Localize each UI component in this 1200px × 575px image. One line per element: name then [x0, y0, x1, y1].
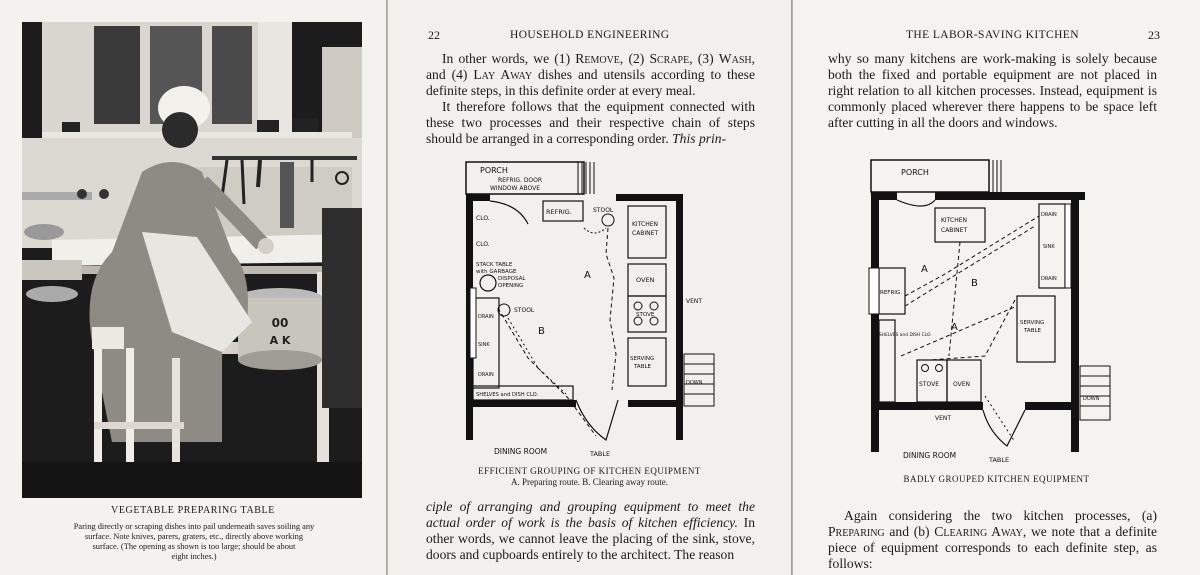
- text-run: dishes and utensils according to these d…: [426, 67, 755, 98]
- plan-label-clo-2: CLO.: [476, 241, 490, 248]
- body-text-top: why so many kitchens are work-making is …: [828, 51, 1157, 131]
- plan-label-refrig: REFRIG.: [880, 290, 902, 296]
- caption-line: Paring directly or scraping dishes into …: [73, 522, 315, 531]
- plan-label-drain-2: DRAIN: [478, 372, 494, 378]
- page-gutter: [386, 0, 389, 575]
- plan-label-drain-1: DRAIN: [1041, 212, 1057, 218]
- plan-label-oven: OVEN: [636, 276, 655, 284]
- page-gutter: [791, 0, 794, 575]
- left-page: 00 A K VEGETABLE PREPARING TABLE Paring …: [0, 0, 386, 575]
- text-run: , (2): [619, 51, 650, 66]
- plan-label-with-garbage: with GARBAGE: [476, 269, 517, 275]
- plan-label-sink: SINK: [1043, 244, 1055, 250]
- pail-label-1: 00: [272, 316, 289, 330]
- plan-label-drain-1: DRAIN: [478, 314, 494, 320]
- body-text-top: In other words, we (1) Remove, (2) Scrap…: [426, 51, 755, 147]
- caption-line: surface. Note knives, parers, graters, e…: [84, 532, 304, 541]
- plan-route-a: A: [921, 264, 928, 275]
- plan-label-cabinet: CABINET: [941, 227, 967, 234]
- figure-caption-title: BADLY GROUPED KITCHEN EQUIPMENT: [903, 474, 1090, 484]
- body-text-bottom: Again considering the two kitchen proces…: [828, 508, 1157, 572]
- plan-label-serving-table: TABLE: [633, 364, 652, 370]
- plan-label-table: TABLE: [589, 450, 610, 458]
- badly-grouped-kitchen-plan: PORCH KITCHEN CABINET DRAIN SINK DRAIN R…: [868, 159, 1111, 464]
- text-run: In other words, we cannot leave the plac…: [426, 515, 755, 562]
- pail-label-2: A K: [270, 334, 291, 347]
- page-number: 22: [428, 28, 440, 42]
- plan-label-dining-room: DINING ROOM: [903, 451, 956, 460]
- plan-label-dining-room: DINING ROOM: [494, 447, 547, 456]
- plan-label-stool: STOOL: [593, 207, 614, 214]
- caption-line: eight inches.): [171, 552, 217, 561]
- plan-label-serving: SERVING: [630, 356, 654, 362]
- plan-label-drain-2: DRAIN: [1041, 276, 1057, 282]
- plan-label-opening: OPENING: [498, 283, 523, 289]
- plan-label-sink: SINK: [478, 342, 490, 348]
- right-page: THE LABOR-SAVING KITCHEN 23 why so many …: [793, 0, 1200, 575]
- text-run: ciple of arranging and grouping equipmen…: [426, 499, 755, 530]
- plan-label-refrig: REFRIG.: [546, 208, 572, 216]
- text-run: , we note that a definite piece of equip…: [828, 524, 1157, 571]
- paragraph: In other words, we (1) Remove, (2) Scrap…: [426, 51, 755, 99]
- plan-label-kitchen: KITCHEN: [632, 221, 658, 228]
- text-run: Again considering the two kitchen proces…: [844, 508, 1157, 523]
- text-run: Scrape: [649, 51, 690, 66]
- plan-label-clo-1: CLO.: [476, 215, 490, 222]
- plan-label-disposal: DISPOSAL: [498, 276, 526, 282]
- plan-route-a-2: A: [951, 322, 958, 333]
- plan-label-stool-mid: STOOL: [514, 307, 535, 314]
- plan-label-oven: OVEN: [953, 381, 970, 388]
- plan-label-vent: VENT: [686, 298, 702, 305]
- figure-caption-subtitle: A. Preparing route. B. Clearing away rou…: [511, 477, 668, 487]
- plan-route-b: B: [538, 326, 545, 337]
- plan-label-window-above: WINDOW ABOVE: [490, 185, 540, 192]
- plan-label-stack-table: STACK TABLE: [476, 262, 513, 268]
- figure-caption-title: EFFICIENT GROUPING OF KITCHEN EQUIPMENT: [478, 466, 701, 476]
- efficient-kitchen-plan: PORCH REFRIG. DOOR WINDOW ABOVE REFRIG. …: [465, 161, 715, 458]
- text-run: Lay Away: [473, 67, 533, 82]
- text-run: and (b): [884, 524, 935, 539]
- page-number: 23: [1148, 28, 1160, 42]
- plan-route-a: A: [584, 270, 591, 281]
- plan-label-porch: PORCH: [901, 168, 929, 177]
- plan-route-b: B: [971, 278, 978, 289]
- vegetable-table-photo: 00 A K: [22, 22, 362, 498]
- photo-caption-body: Paring directly or scraping dishes into …: [26, 522, 362, 562]
- text-run: , (3): [689, 51, 719, 66]
- paragraph: why so many kitchens are work-making is …: [828, 51, 1157, 130]
- text-run: It therefore follows that the equipment …: [426, 99, 755, 146]
- paragraph: Again considering the two kitchen proces…: [828, 508, 1157, 572]
- running-head: THE LABOR-SAVING KITCHEN: [906, 29, 1079, 41]
- caption-line: surface. (The opening as shown is too la…: [92, 542, 296, 551]
- text-run: Wash: [718, 51, 752, 66]
- plan-label-cabinet: CABINET: [632, 230, 658, 237]
- plan-label-down: DOWN: [1083, 396, 1100, 402]
- text-run: Clearing Away: [934, 524, 1023, 539]
- plan-label-shelves: SHELVES and DISH CLO.: [476, 392, 539, 398]
- text-run: Preparing: [828, 524, 885, 539]
- plan-label-shelves: SHELVES and DISH CLO.: [879, 332, 932, 338]
- plan-label-stove: STOVE: [636, 312, 655, 318]
- plan-label-down: DOWN: [686, 380, 703, 386]
- text-run: , and (4): [426, 51, 756, 82]
- text-run: This prin-: [672, 131, 727, 146]
- running-head: HOUSEHOLD ENGINEERING: [510, 29, 670, 41]
- paragraph: It therefore follows that the equipment …: [426, 99, 755, 147]
- middle-page: 22 HOUSEHOLD ENGINEERING In other words,…: [388, 0, 791, 575]
- paragraph: ciple of arranging and grouping equipmen…: [426, 499, 755, 563]
- plan-label-serving: SERVING: [1020, 320, 1044, 326]
- text-run: Remove: [575, 51, 620, 66]
- text-run: In other words, we (1): [442, 51, 576, 66]
- plan-label-stove: STOVE: [919, 381, 939, 388]
- plan-label-kitchen: KITCHEN: [941, 217, 967, 224]
- photo-caption-title: VEGETABLE PREPARING TABLE: [111, 505, 275, 516]
- plan-label-serving-table: TABLE: [1023, 328, 1042, 334]
- body-text-bottom: ciple of arranging and grouping equipmen…: [426, 499, 755, 563]
- plan-label-vent: VENT: [935, 415, 951, 422]
- plan-label-refrig-door: REFRIG. DOOR: [498, 177, 542, 184]
- plan-label-porch: PORCH: [480, 166, 508, 175]
- plan-label-table: TABLE: [988, 456, 1009, 464]
